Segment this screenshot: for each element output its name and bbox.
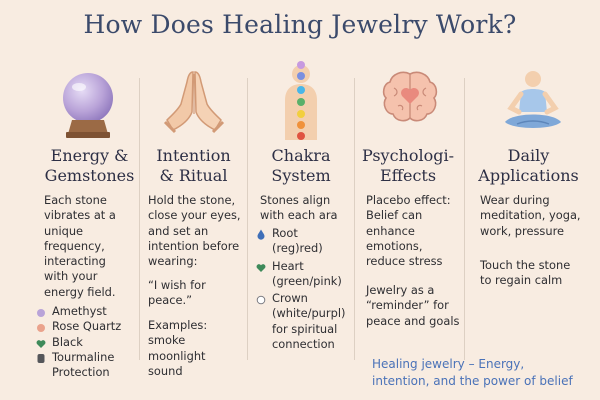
body-line: intention before [148,238,240,253]
quote-line: “I wish for [148,278,206,292]
examples-line: moonlight [148,348,206,363]
chakra-item-root: Root (reg)red) [256,226,352,257]
body-line: Belief can [366,208,423,223]
body-line: meditation, yoga, [480,208,581,223]
heading-line: & Ritual [159,166,228,185]
stone-item-black: Black [36,335,137,350]
green-heart-icon [256,262,268,272]
praying-hands-icon [163,71,224,134]
body-line: wearing: [148,254,198,269]
column-energy-gemstones: Energy & Gemstones Each stone vibrates a… [36,60,139,400]
stone-item-tourmaline: Tourmaline [36,350,137,365]
column-divider [247,78,248,360]
heading-line: Gemstones [44,166,135,185]
column-intention-ritual: Intention & Ritual Hold the stone, close… [140,60,247,400]
chakra-line: (green/pink) [272,273,342,288]
meditating-person-icon [504,71,561,128]
pink-dot-icon [36,322,48,333]
brain-heart-icon [382,71,438,122]
body-line: with each ara [260,208,338,223]
chakra-line: Crown [272,291,308,306]
body-line: Hold the stone, [148,193,236,207]
examples-list: Examples: smoke moonlight sound [148,318,245,379]
chakra-line: Heart [272,258,304,273]
caption: Healing jewelry – Energy, intention, and… [372,356,598,390]
column-daily-applications: Daily Applications Wear during meditatio… [465,60,600,400]
body-line: Each stone [44,193,107,207]
body-line: enhance [366,223,415,238]
body-line: Placebo effect: [366,193,451,207]
column-divider [139,78,140,360]
body-line: to regain calm [480,273,563,288]
body-line: unique [44,223,84,238]
intention-quote: “I wish for peace.” [148,278,245,309]
body-line: vibrates at a [44,208,116,223]
heading-line: Applications [478,166,579,185]
black-stone-icon [36,353,48,363]
chakra-line: Root [272,226,298,240]
examples-line: smoke [148,333,186,348]
chakra-figure-icon [285,61,317,140]
heading-line: Chakra [271,146,331,165]
examples-line: sound [148,363,183,378]
body-line: work, pressure [480,223,565,238]
body-line: Wear during [480,193,550,207]
crystal-ball-icon [62,73,113,138]
body-line: close your eyes, [148,208,241,223]
column-divider [464,78,465,360]
body-line: Jewelry as a [366,283,435,297]
body-line: reduce stress [366,254,443,269]
body-line: Touch the stone [480,258,571,272]
stone-item-rose-quartz: Rose Quartz [36,319,137,334]
column-psychological-effects: Psychologi- Effects Placebo effect: Beli… [355,60,465,400]
caption-line: intention, and the power of belief [372,374,573,388]
body-line: peace and goals [366,313,460,328]
heading-line: Intention [156,146,231,165]
column-divider [354,78,355,360]
body-line: “reminder” for [366,298,449,313]
body-line: interacting [44,254,106,269]
examples-line: Examples: [148,318,208,332]
stone-label: Black [52,334,83,349]
heading-line: Psychologi- [362,146,454,165]
quote-line: peace.” [148,293,193,308]
green-heart-icon [36,338,48,348]
chakra-line: (white/purpl) [272,306,346,321]
chakra-line: (reg)red) [272,241,323,256]
body-line: with your [44,269,98,284]
blue-drop-icon [256,229,268,240]
page-title: How Does Healing Jewelry Work? [83,10,517,39]
stone-label: Rose Quartz [52,319,122,334]
column-chakra-system: Chakra System Stones align with each ara… [248,60,354,400]
body-line: energy field. [44,284,116,299]
body-line: emotions, [366,238,423,253]
heading-line: Energy & [50,146,129,165]
chakra-item-crown: Crown (white/purpl) for spiritual connec… [256,291,352,352]
purple-dot-icon [36,307,48,317]
body-line: and set an [148,223,209,238]
stone-label: Tourmaline [52,349,115,364]
caption-line: Healing jewelry – Energy, [372,357,525,371]
body-line: Stones align [260,193,331,207]
white-circle-icon [256,294,268,305]
stone-label: Amethyst [52,304,107,318]
chakra-item-heart: Heart (green/pink) [256,259,352,290]
chakra-line: connection [272,337,335,352]
chakra-line: for spiritual [272,321,338,336]
stone-item-protection: Protection [36,365,137,380]
heading-line: Effects [379,166,437,185]
stone-label: Protection [52,365,110,380]
heading-line: System [271,166,331,185]
stone-item-amethyst: Amethyst [36,304,137,319]
body-line: frequency, [44,238,105,253]
heading-line: Daily [507,146,550,165]
